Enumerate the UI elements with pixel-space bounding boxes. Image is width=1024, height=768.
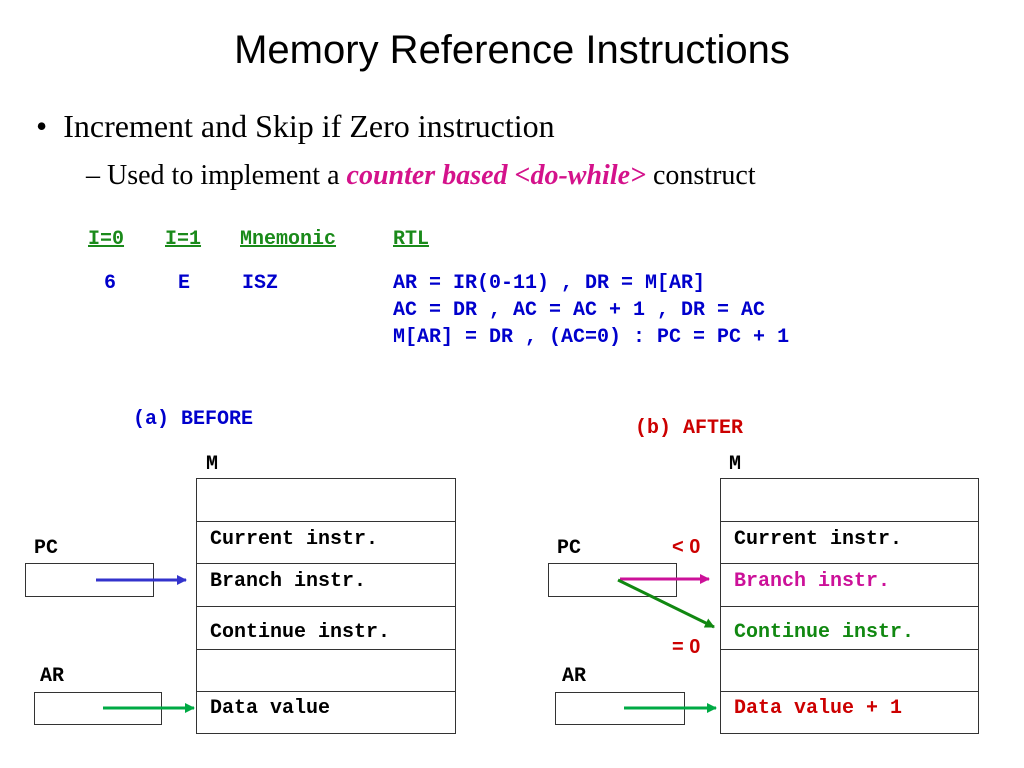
after-cell-data: Data value + 1 <box>721 691 978 735</box>
before-label: (a) BEFORE <box>133 408 254 431</box>
after-pc-label: PC <box>557 537 582 560</box>
before-mem-divider <box>197 563 455 564</box>
after-cell-current: Current instr. <box>721 521 978 563</box>
bullet-main-text: Increment and Skip if Zero instruction <box>63 108 555 144</box>
before-cell-branch-text: Branch instr. <box>210 570 367 593</box>
rtl-line-3: M[AR] = DR , (AC=0) : PC = PC + 1 <box>393 326 790 349</box>
row-mnemonic: ISZ <box>242 272 279 295</box>
after-mem-divider <box>721 521 978 522</box>
page-title: Memory Reference Instructions <box>234 28 790 72</box>
bullet-sub-prefix: Used to implement a <box>107 160 347 191</box>
before-mem-divider <box>197 606 455 607</box>
after-cell-current-text: Current instr. <box>734 528 903 551</box>
before-cell-continue: Continue instr. <box>197 606 455 649</box>
after-memory: Current instr. Branch instr. Continue in… <box>720 478 979 734</box>
after-pc-continue-arrow <box>617 578 715 629</box>
after-mem-divider <box>721 606 978 607</box>
after-mem-divider <box>721 649 978 650</box>
before-memory-label: M <box>206 453 219 476</box>
rtl-line-1: AR = IR(0-11) , DR = M[AR] <box>393 272 706 295</box>
before-mem-divider <box>197 691 455 692</box>
after-cell-data-text: Data value + 1 <box>734 697 903 720</box>
after-mem-divider <box>721 563 978 564</box>
bullet-sub-suffix: construct <box>645 160 756 191</box>
after-label: (b) AFTER <box>635 417 744 440</box>
after-cell-branch: Branch instr. <box>721 563 978 606</box>
header-i0: I=0 <box>88 228 125 251</box>
rtl-line-2: AC = DR , AC = AC + 1 , DR = AC <box>393 299 766 322</box>
bullet-dash: – <box>86 160 107 191</box>
bullet-sub: – Used to implement a counter based <do-… <box>86 160 756 192</box>
before-mem-divider <box>197 649 455 650</box>
after-cell-continue: Continue instr. <box>721 606 978 649</box>
row-i1: E <box>178 272 191 295</box>
before-cell-current-text: Current instr. <box>210 528 379 551</box>
before-memory: Current instr. Branch instr. Continue in… <box>196 478 456 734</box>
bullet-sub-emphasis: counter based <do-while> <box>346 160 646 191</box>
after-memory-label: M <box>729 453 742 476</box>
after-ar-label: AR <box>562 665 587 688</box>
before-cell-continue-text: Continue instr. <box>210 621 391 644</box>
after-cell-continue-text: Continue instr. <box>734 621 915 644</box>
before-cell-data: Data value <box>197 691 455 735</box>
before-cell-current: Current instr. <box>197 521 455 563</box>
before-pc-label: PC <box>34 537 59 560</box>
bullet-dot: • <box>36 108 64 144</box>
cond-equal-zero: = 0 <box>672 636 701 658</box>
before-mem-divider <box>197 521 455 522</box>
header-i1: I=1 <box>165 228 202 251</box>
before-ar-label: AR <box>40 665 65 688</box>
after-mem-divider <box>721 691 978 692</box>
bullet-main: • Increment and Skip if Zero instruction <box>36 108 555 145</box>
after-cell-branch-text: Branch instr. <box>734 570 891 593</box>
before-cell-branch: Branch instr. <box>197 563 455 606</box>
header-mnemonic: Mnemonic <box>240 228 337 251</box>
header-rtl: RTL <box>393 228 430 251</box>
row-i0: 6 <box>104 272 117 295</box>
before-cell-data-text: Data value <box>210 697 331 720</box>
cond-less-than-zero: < 0 <box>672 536 701 558</box>
